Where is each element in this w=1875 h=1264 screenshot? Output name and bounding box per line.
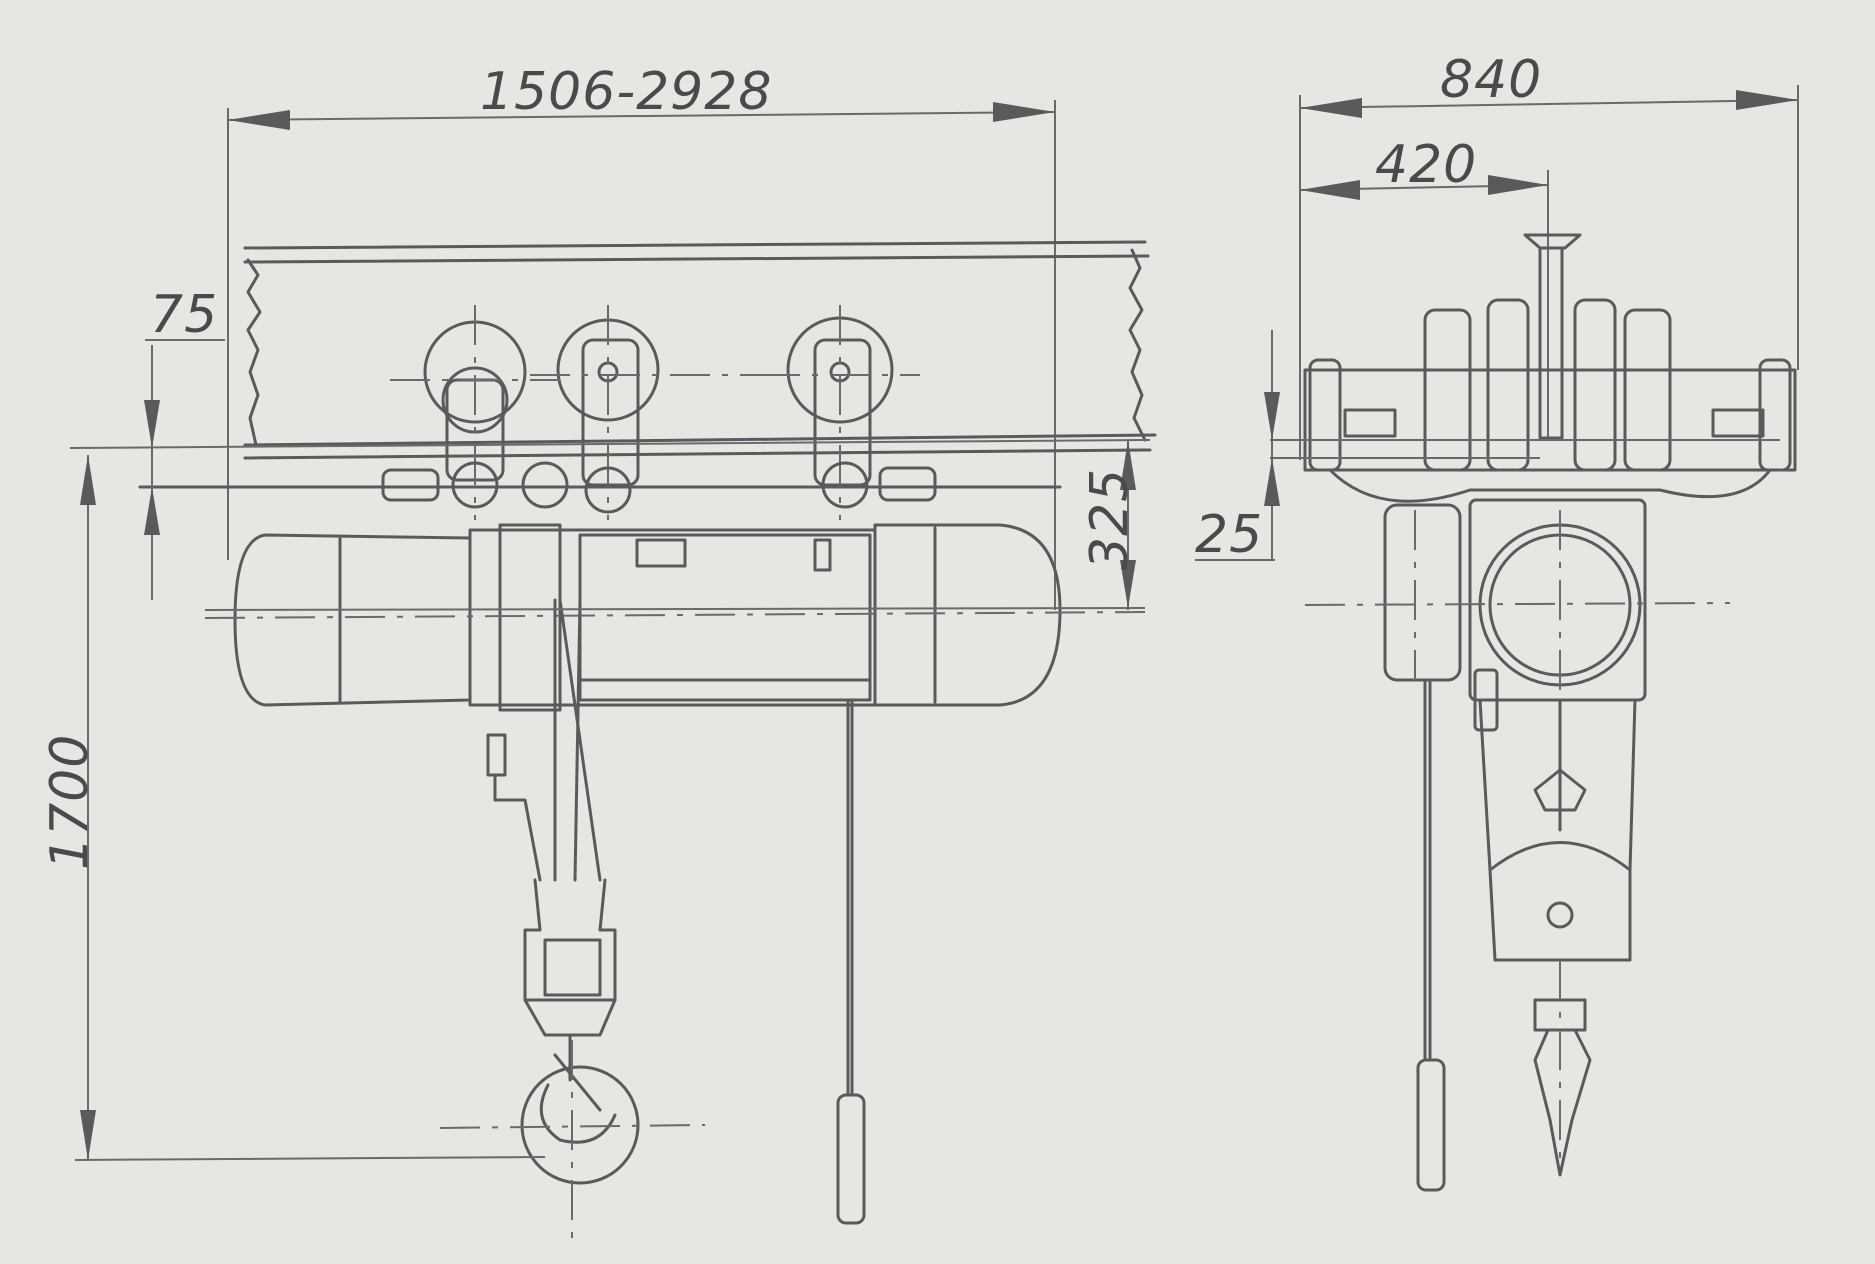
- side-hoist-body: [1304, 498, 1731, 702]
- span-dimension-label: 1506-2928: [480, 62, 773, 122]
- trolley-wheels: [390, 305, 920, 520]
- offset-dimension-lines: [69, 339, 1151, 1161]
- axle-bolts: [138, 461, 1062, 514]
- side-pendant: [1416, 678, 1446, 1192]
- hoist-body: [204, 523, 1146, 712]
- hook-assembly: [439, 598, 706, 1240]
- side-width-dimension-lines: [1299, 85, 1799, 460]
- rail-beam: [243, 240, 1157, 460]
- side-offset-dimension-label: 25: [1195, 505, 1264, 565]
- rail-offset-dimension-label: 75: [150, 285, 219, 345]
- height-dimension-label: 1700: [40, 733, 100, 870]
- side-trolley: [1195, 233, 1797, 561]
- side-half-width-dimension-label: 420: [1375, 135, 1478, 195]
- side-hook-assembly: [1473, 668, 1637, 1177]
- side-width-dimension-label: 840: [1440, 50, 1543, 110]
- depth-dimension-label: 325: [1080, 467, 1140, 570]
- pendant-control: [813, 538, 866, 1225]
- span-dimension-line: [227, 100, 1056, 610]
